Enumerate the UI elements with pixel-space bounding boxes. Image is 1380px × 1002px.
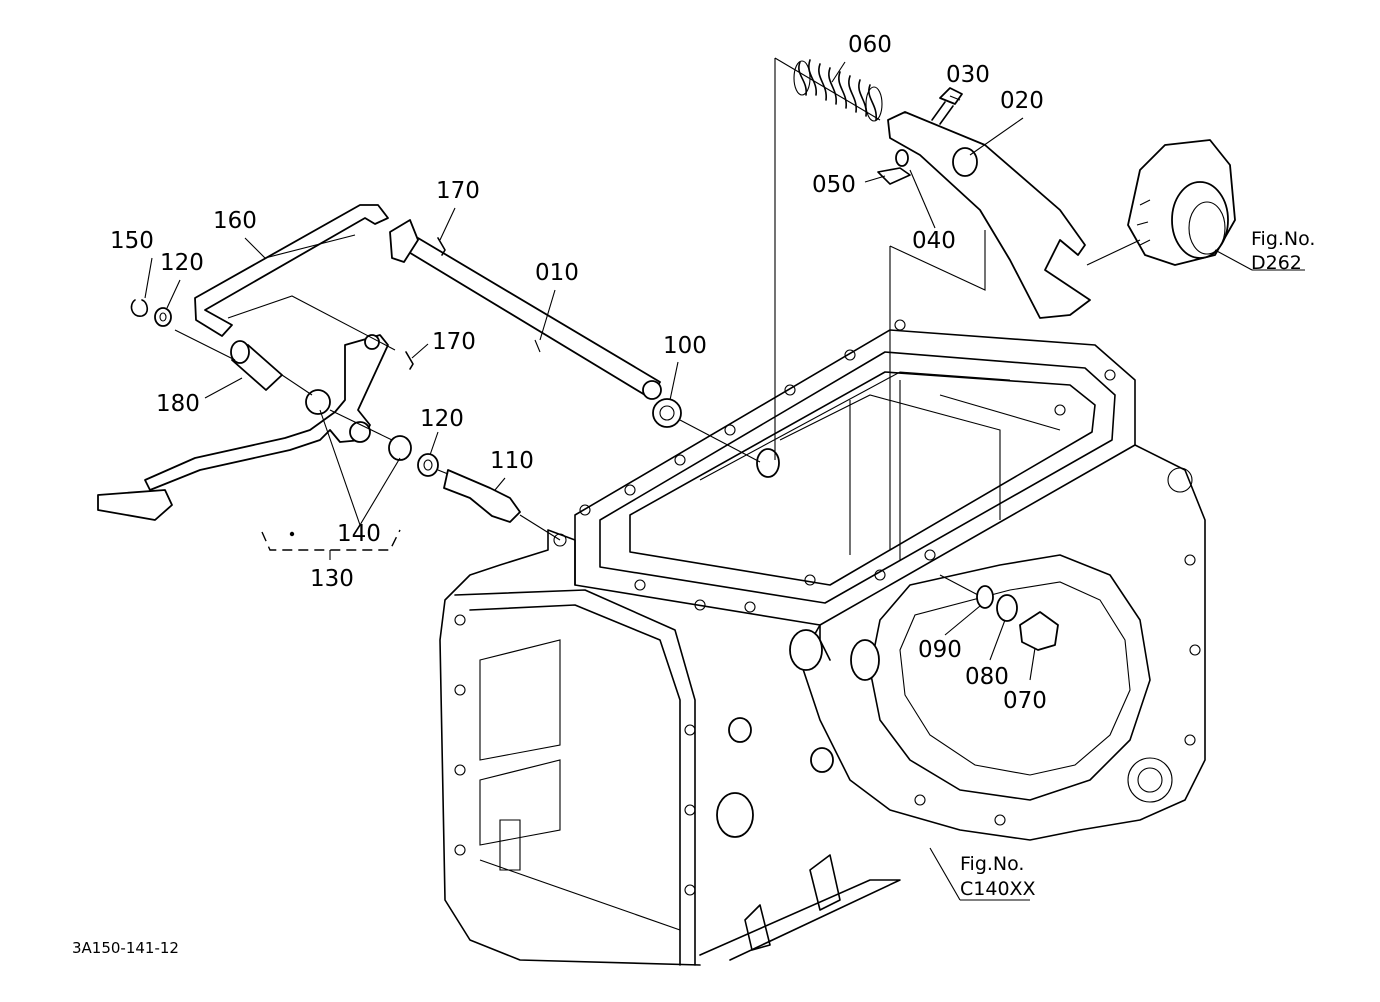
washer-080 — [996, 594, 1018, 622]
label-140: 140 — [337, 521, 381, 547]
snap-ring-150 — [130, 299, 149, 317]
release-bearing-d262 — [1127, 139, 1236, 266]
label-090: 090 — [918, 637, 962, 663]
ref-d262-code: D262 — [1251, 252, 1302, 274]
label-120-right: 120 — [420, 406, 464, 432]
leader-lines — [144, 61, 1305, 901]
plug-070 — [1019, 611, 1059, 651]
ref-d262-label: Fig.No. — [1251, 228, 1315, 250]
pedal-arm-130 — [97, 334, 389, 521]
transmission-case — [439, 319, 1206, 966]
label-180: 180 — [156, 391, 200, 417]
label-130: 130 — [310, 566, 354, 592]
label-050: 050 — [812, 172, 856, 198]
label-150: 150 — [110, 228, 154, 254]
label-080: 080 — [965, 664, 1009, 690]
o-ring-090 — [976, 585, 994, 609]
split-pin-170a — [437, 237, 446, 256]
label-010: 010 — [535, 260, 579, 286]
washer-120a — [154, 307, 172, 327]
ref-c140-label: Fig.No. — [960, 853, 1024, 875]
shaft-010 — [389, 219, 662, 400]
label-170-lower: 170 — [432, 329, 476, 355]
label-070: 070 — [1003, 688, 1047, 714]
label-170-upper: 170 — [436, 178, 480, 204]
ref-c140-code: C140XX — [960, 878, 1036, 900]
washer-120b — [417, 453, 439, 477]
bolt-030 — [931, 87, 963, 125]
bushing-180 — [230, 340, 283, 391]
label-160: 160 — [213, 208, 257, 234]
part-labels: 060 030 020 050 040 170 160 150 120 010 … — [110, 32, 1047, 714]
pin-050 — [877, 167, 911, 185]
release-fork-020 — [887, 111, 1091, 319]
oil-seal-100 — [652, 398, 682, 428]
split-pin-170b — [405, 351, 414, 370]
label-020: 020 — [1000, 88, 1044, 114]
label-040: 040 — [912, 228, 956, 254]
label-100: 100 — [663, 333, 707, 359]
figure-references: Fig.No. D262 Fig.No. C140XX — [960, 228, 1315, 900]
drawing-code: 3A150-141-12 — [72, 939, 179, 957]
assembly-lines — [174, 57, 1141, 596]
rod-160 — [194, 204, 389, 337]
spring-060 — [793, 59, 883, 122]
label-120-left: 120 — [160, 250, 204, 276]
bolt-110 — [443, 469, 521, 523]
bushing-140a — [305, 389, 331, 415]
label-030: 030 — [946, 62, 990, 88]
bushing-140b — [388, 435, 412, 461]
label-110: 110 — [490, 448, 534, 474]
assembly-130-bracket — [261, 529, 401, 560]
label-060: 060 — [848, 32, 892, 58]
